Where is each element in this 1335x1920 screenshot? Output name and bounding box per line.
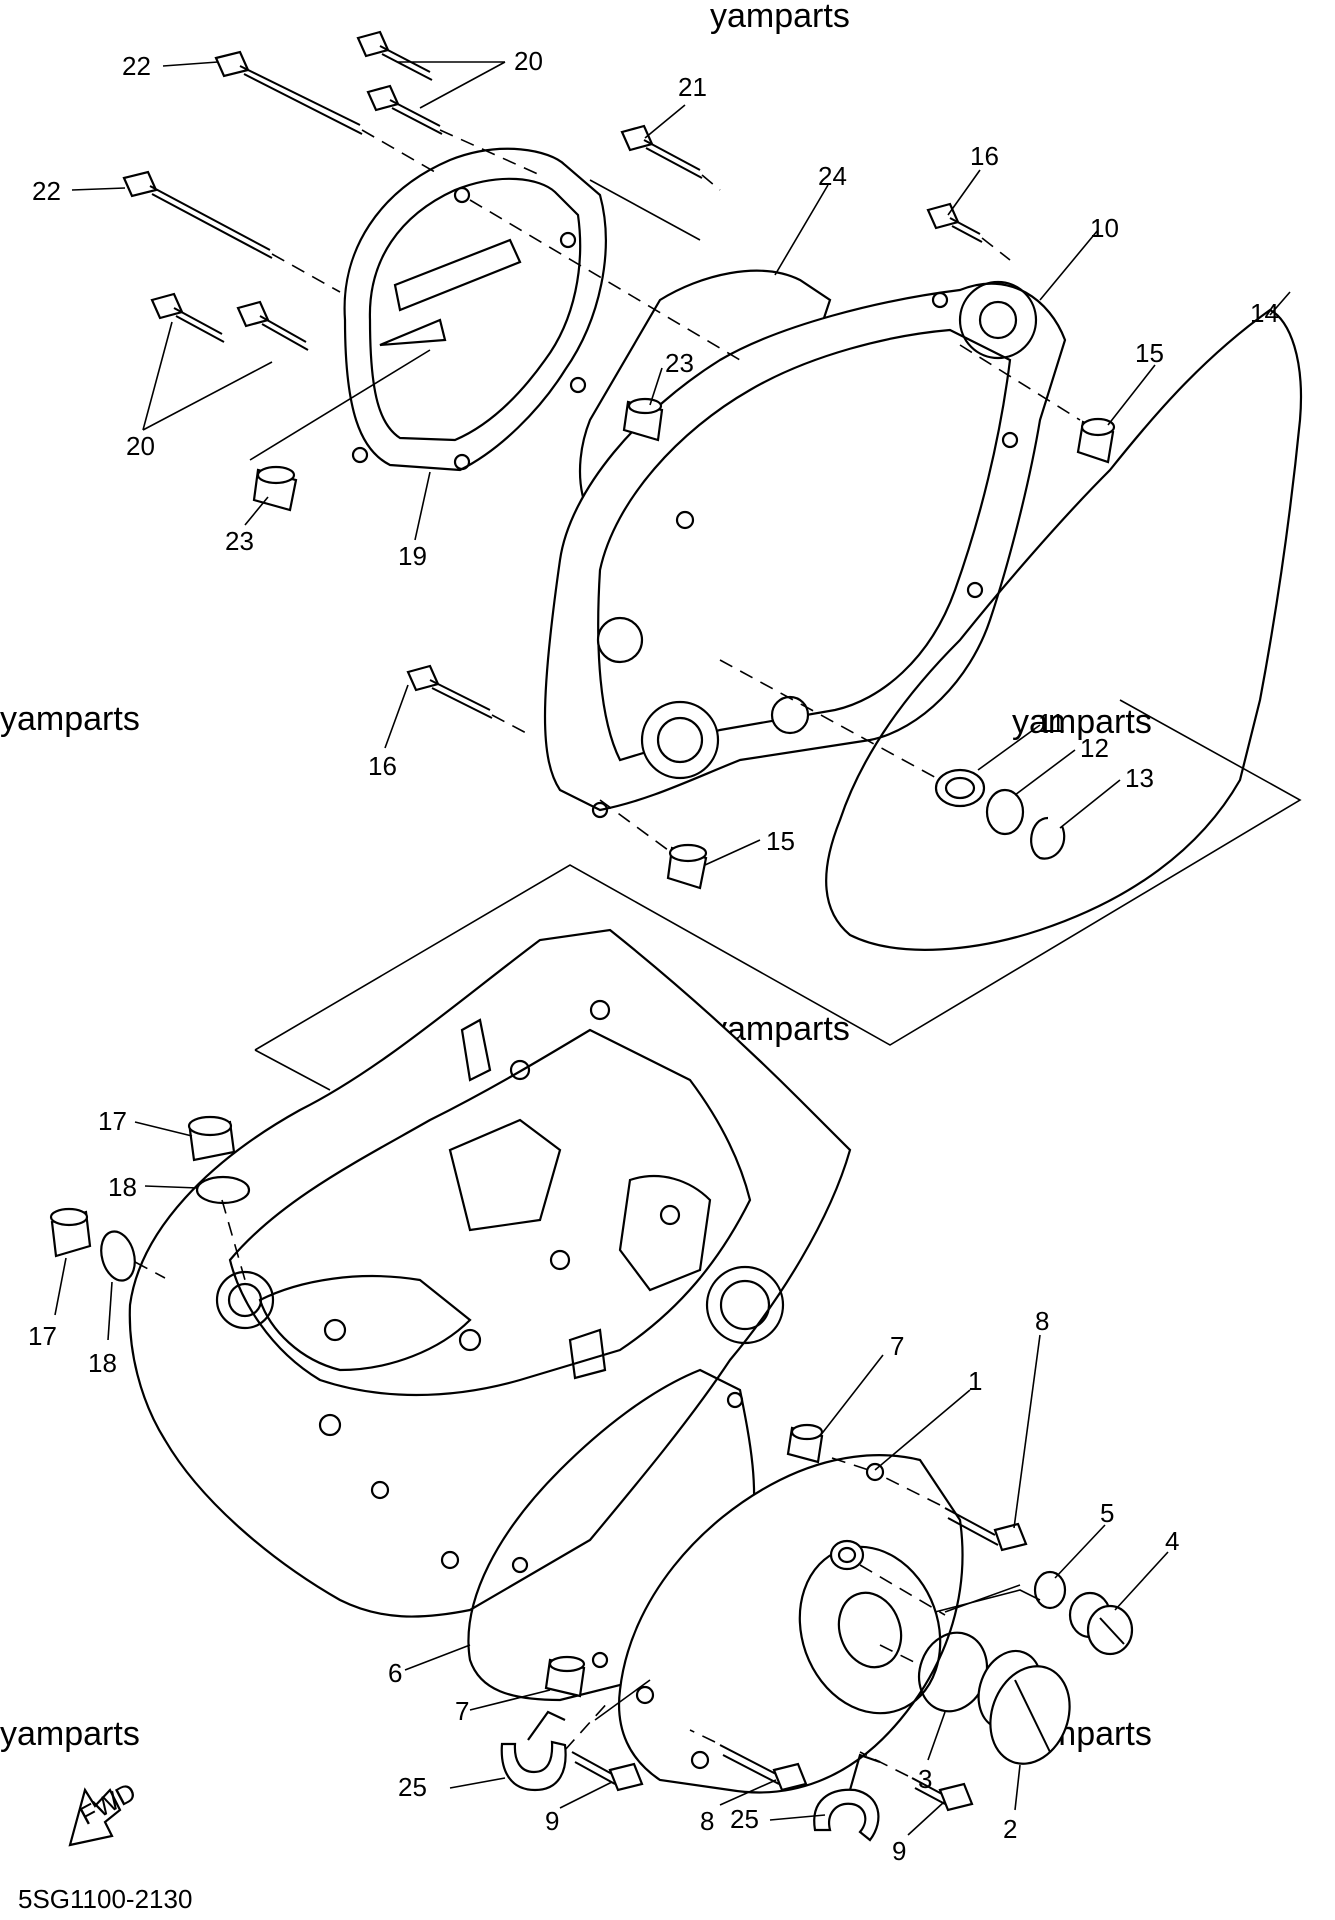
callout-2: 2 (1003, 1814, 1017, 1844)
dowel-15-lower (666, 843, 708, 890)
crankcase-cover-10 (543, 280, 1067, 819)
callout-15: 15 (766, 826, 795, 856)
clutch-cover-19 (343, 147, 607, 472)
bolt-20-c (150, 292, 225, 343)
fwd-arrow-icon: FWD (68, 1777, 141, 1847)
watermark: yamparts (710, 0, 850, 35)
dowel-7-upper (786, 1423, 824, 1464)
circlip-13 (1030, 816, 1066, 860)
callout-9: 9 (892, 1836, 906, 1866)
callout-23: 23 (665, 348, 694, 378)
bolt-20-b (366, 84, 443, 135)
callout-15: 15 (1135, 338, 1164, 368)
crankcase-cover-1 (618, 1454, 964, 1794)
callout-16: 16 (368, 751, 397, 781)
callout-12: 12 (1080, 733, 1109, 763)
bolt-22-lower (122, 170, 273, 259)
callout-10: 10 (1090, 213, 1119, 243)
watermark: yamparts (1012, 703, 1152, 741)
watermark: yamparts (0, 1715, 140, 1753)
leader-lines (54, 61, 1291, 1836)
callout-24: 24 (818, 161, 847, 191)
clamp-25-left (500, 1710, 567, 1792)
bolt-21 (620, 124, 703, 179)
plug-2 (977, 1649, 1071, 1765)
callout-7: 7 (890, 1331, 904, 1361)
watermark: yamparts (0, 700, 140, 738)
dowel-23-upper (622, 397, 664, 442)
o-ring-5 (1033, 1570, 1067, 1610)
callout-4: 4 (1165, 1526, 1179, 1556)
seal-11 (934, 768, 986, 808)
callout-7: 7 (455, 1696, 469, 1726)
callout-13: 13 (1125, 763, 1154, 793)
callout-21: 21 (678, 72, 707, 102)
callout-25: 25 (730, 1804, 759, 1834)
callout-1: 1 (968, 1366, 982, 1396)
callout-20: 20 (514, 46, 543, 76)
callout-25: 25 (398, 1772, 427, 1802)
clamp-25-right (813, 1753, 881, 1842)
fwd-label: FWD (75, 1777, 141, 1831)
callout-19: 19 (398, 541, 427, 571)
dowel-23-lower (252, 465, 298, 512)
collar-17-upper (187, 1115, 236, 1162)
callout-17: 17 (98, 1106, 127, 1136)
collar-17-lower (49, 1207, 92, 1258)
o-ring-18-lower (100, 1230, 136, 1282)
callout-23: 23 (225, 526, 254, 556)
bolt-8-upper (944, 1507, 1028, 1552)
callout-16: 16 (970, 141, 999, 171)
bolt-8-lower (719, 1744, 808, 1792)
bolt-16-lower (406, 664, 493, 719)
bolt-9-right (911, 1777, 974, 1812)
callout-18: 18 (88, 1348, 117, 1378)
plug-4 (1068, 1591, 1134, 1656)
callout-20: 20 (126, 431, 155, 461)
callout-8: 8 (1035, 1306, 1049, 1336)
callout-22: 22 (122, 51, 151, 81)
callout-11: 11 (1038, 708, 1065, 738)
gasket-14 (825, 308, 1303, 951)
callout-17: 17 (28, 1321, 57, 1351)
callout-14: 14 (1250, 298, 1279, 328)
bolt-16-upper (926, 202, 983, 243)
callout-numbers: 22 22 20 20 21 24 16 16 10 14 15 15 23 2… (28, 46, 1279, 1866)
bolt-20-d (236, 300, 309, 351)
crankcase (128, 928, 852, 1618)
dowel-7-lower (544, 1655, 586, 1698)
callout-5: 5 (1100, 1498, 1114, 1528)
callout-6: 6 (388, 1658, 402, 1688)
washer-12 (985, 788, 1025, 836)
bolt-9-left (571, 1751, 644, 1792)
callout-3: 3 (918, 1764, 932, 1794)
callout-8: 8 (700, 1806, 714, 1836)
callout-18: 18 (108, 1172, 137, 1202)
bolt-22-upper (214, 50, 363, 135)
bolt-20-a (356, 30, 433, 81)
gasket-6 (467, 1368, 756, 1702)
dowel-15-upper (1076, 417, 1116, 464)
callout-22: 22 (32, 176, 61, 206)
diagram-code: 5SG1100-2130 (18, 1884, 192, 1914)
callout-9: 9 (545, 1806, 559, 1836)
